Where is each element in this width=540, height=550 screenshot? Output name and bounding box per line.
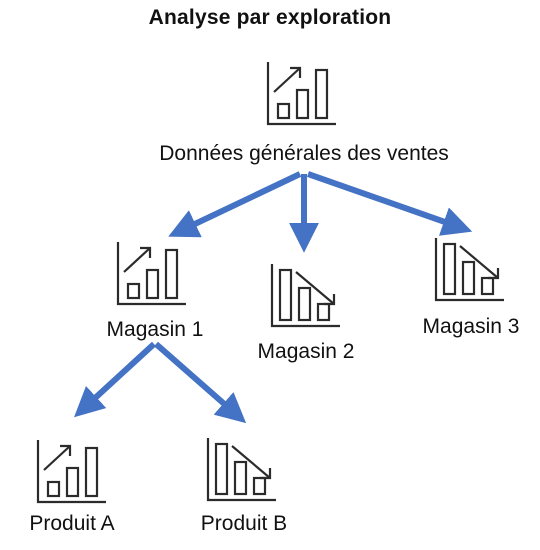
arrow-store1-to-productA <box>74 341 157 418</box>
bar-chart-growth-icon <box>36 438 108 504</box>
bar-chart-decline-icon <box>434 236 506 302</box>
bar-chart-growth-icon <box>116 240 188 306</box>
arrow-root-to-store3 <box>307 171 473 236</box>
bar-chart-growth-icon <box>266 60 338 126</box>
node-label-productA: Produit A <box>29 512 115 535</box>
node-label-store1: Magasin 1 <box>106 318 204 341</box>
node-label-productB: Produit B <box>200 512 288 535</box>
node-label-store3: Magasin 3 <box>422 315 520 338</box>
arrow-root-to-store1 <box>168 171 302 238</box>
arrow-store1-to-productB <box>154 341 247 424</box>
bar-chart-decline-icon <box>206 436 278 502</box>
diagram-title: Analyse par exploration <box>148 6 392 29</box>
bar-chart-decline-icon <box>270 262 342 328</box>
node-label-root: Données générales des ventes <box>159 142 449 165</box>
node-label-store2: Magasin 2 <box>257 340 355 363</box>
